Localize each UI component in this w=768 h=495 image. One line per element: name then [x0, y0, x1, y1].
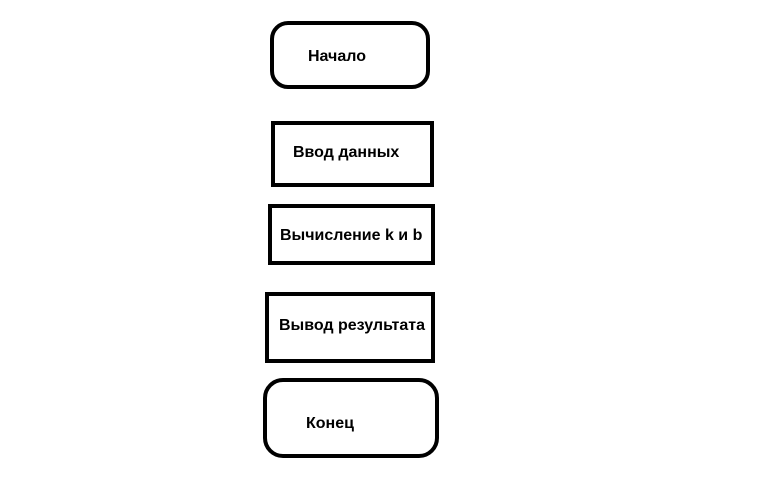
start-label: Начало	[308, 48, 366, 65]
start-terminator: Начало	[270, 21, 430, 89]
output-result-block: Вывод результата	[265, 292, 435, 363]
end-label: Конец	[306, 415, 354, 432]
compute-k-b-label: Вычисление k и b	[280, 227, 423, 244]
compute-k-b-block: Вычисление k и b	[268, 204, 435, 265]
end-terminator: Конец	[263, 378, 439, 458]
input-data-block: Ввод данных	[271, 121, 434, 187]
output-result-label: Вывод результата	[279, 317, 425, 334]
input-data-label: Ввод данных	[293, 144, 400, 161]
